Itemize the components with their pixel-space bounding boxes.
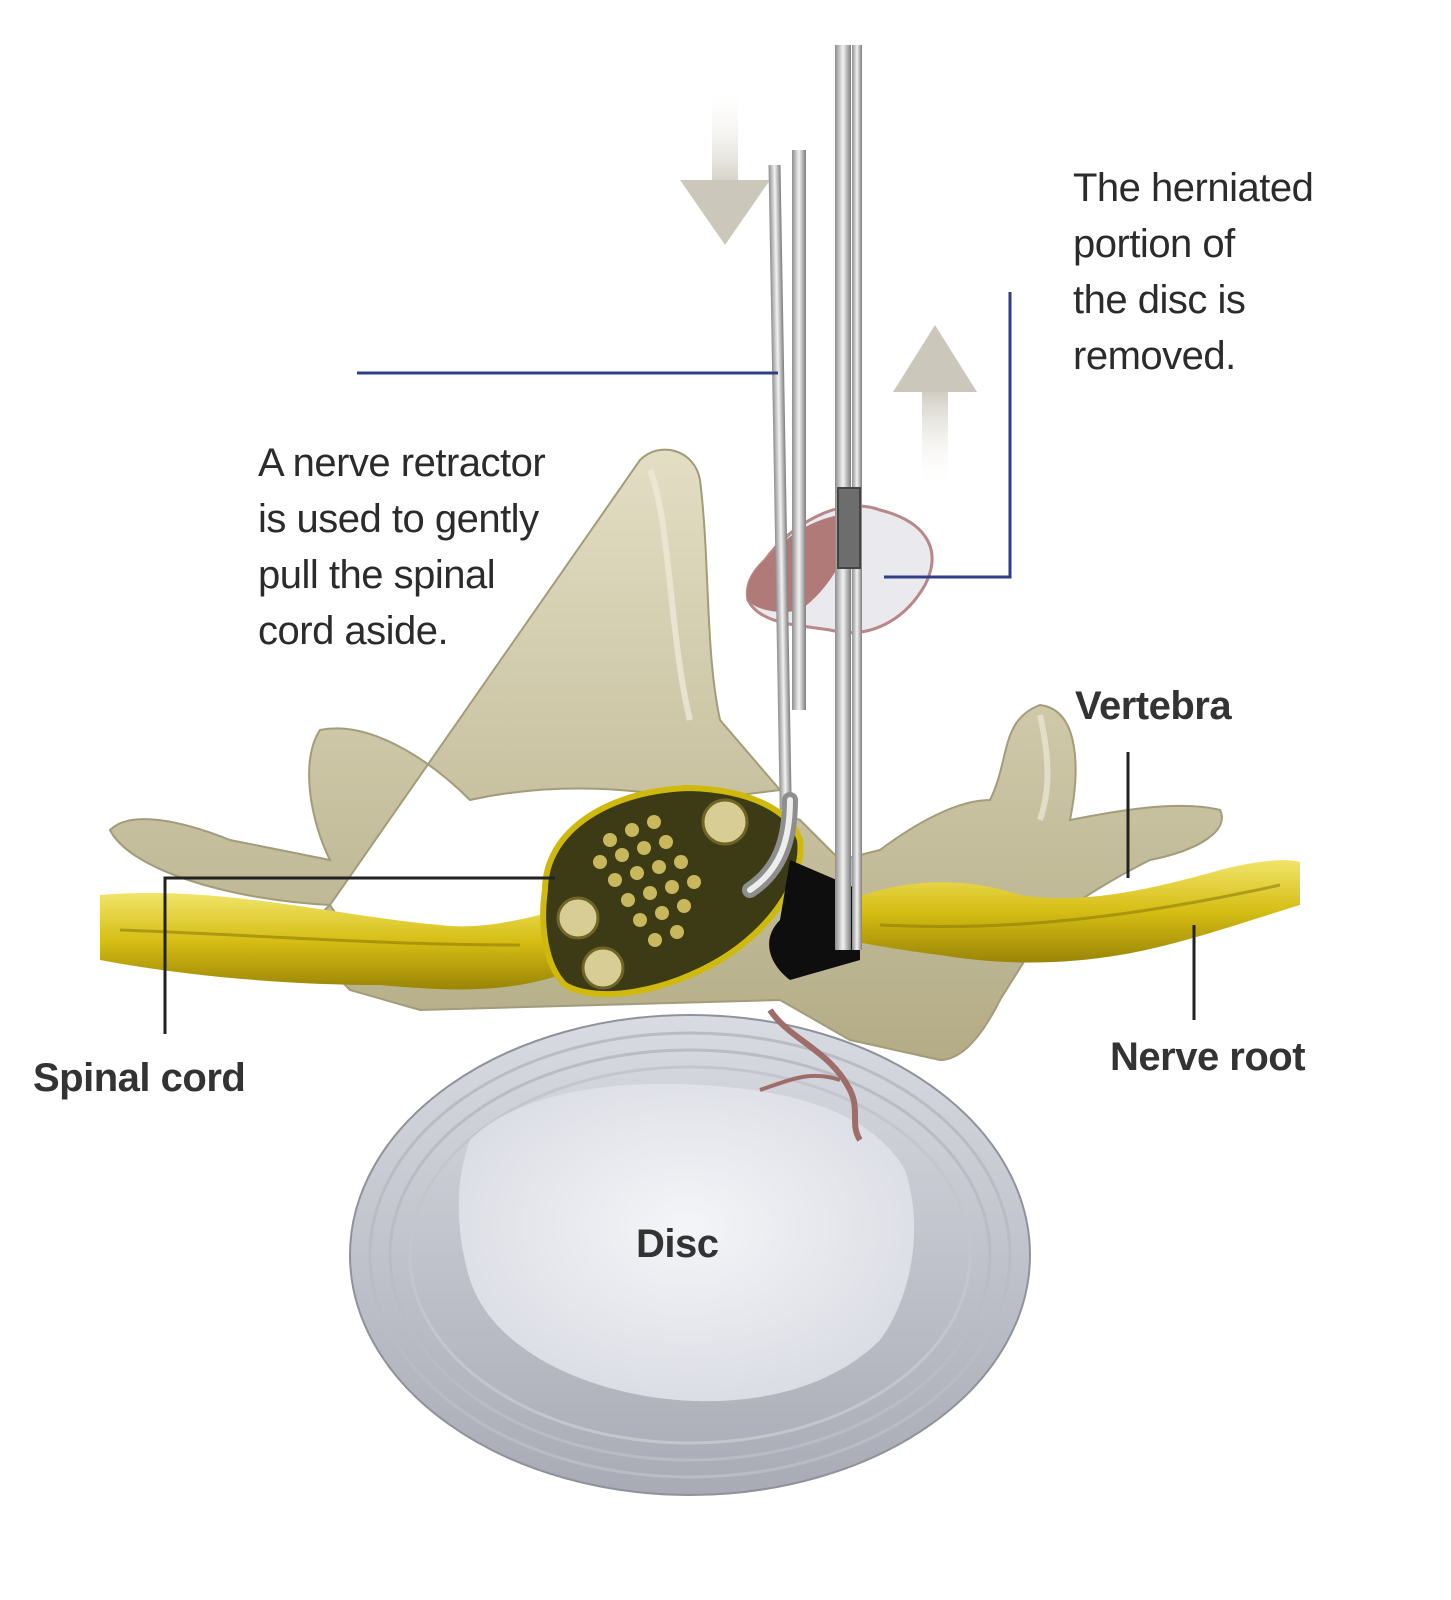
nerve-root [100,860,1300,990]
leader-lines [163,292,1196,1034]
herniated-caption: The herniated portion of the disc is rem… [1073,160,1314,384]
rongeur-tool [835,45,862,950]
retractor-line-2: is used to gently [258,497,539,541]
herniated-line-2: portion of [1073,222,1235,266]
herniated-line-4: removed. [1073,334,1236,378]
vertebra-label: Vertebra [1075,684,1232,728]
forceps-tool [792,150,806,710]
up-arrow-icon [893,325,977,490]
down-arrow-icon [680,85,770,245]
nerve-retractor [742,164,798,898]
nerve-root-label: Nerve root [1110,1035,1306,1079]
herniated-line-1: The herniated [1073,166,1314,210]
disc-label: Disc [636,1222,719,1266]
retractor-line-3: pull the spinal [258,553,496,597]
spinal-cord-section [540,784,860,998]
retractor-line-4: cord aside. [258,609,449,653]
herniated-leader [884,292,1012,579]
spinal-cord-label: Spinal cord [33,1056,246,1100]
disc [349,1008,1031,1496]
spinal-cord-leader [163,876,555,1034]
retractor-line-1: A nerve retractor [258,441,546,485]
herniated-line-3: the disc is [1073,278,1246,322]
retractor-caption: A nerve retractor is used to gently pull… [258,435,546,659]
